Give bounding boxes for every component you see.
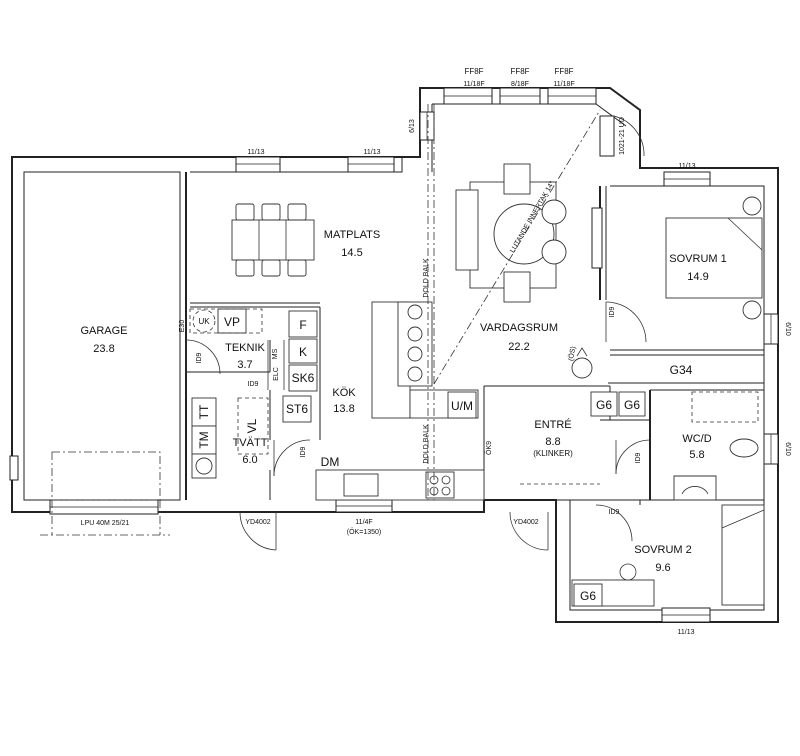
sovrum2-area: 9.6 (655, 562, 670, 574)
window-ff8f-2-top: FF8F (510, 67, 529, 76)
window-sovrum1: 11/13 (679, 163, 696, 170)
window-ff8f-2-bottom: 8/18F (511, 81, 529, 88)
window-matplats-1: 11/13 (248, 149, 265, 156)
yd-2-label: YD4002 (513, 519, 538, 526)
entry (520, 391, 646, 485)
windows (9, 87, 779, 623)
id9-teknik: ID9 (196, 352, 203, 363)
window-610-b: 6/10 (784, 442, 791, 456)
dold-balk-2: DOLD BALK (423, 424, 430, 464)
id9-kok: ID9 (300, 446, 307, 457)
matplats-name: MATPLATS (324, 229, 380, 241)
matplats-area: 14.5 (341, 247, 362, 259)
e30-label: E30 (179, 320, 186, 333)
teknik-area: 3.7 (237, 359, 252, 371)
window-ff8f-1-top: FF8F (464, 67, 483, 76)
vp-label: VP (224, 315, 240, 329)
sovrum1-name: SOVRUM 1 (669, 253, 726, 265)
window-kitchen-note: (ÖK=1350) (347, 528, 381, 536)
wcd-name: WC/D (682, 433, 711, 445)
yd-1-label: YD4002 (245, 519, 270, 526)
window-ff8f-1-bottom: 11/18F (463, 81, 484, 88)
labels: GARAGE 23.8 MATPLATS 14.5 TEKNIK 3.7 TVÄ… (80, 67, 791, 636)
tvatt-fixtures (191, 397, 269, 479)
window-ff8f-3-top: FF8F (554, 67, 573, 76)
wcd (673, 391, 759, 501)
garage-door-label: LPU 40M 25/21 (81, 520, 130, 527)
st6-label: ST6 (286, 402, 308, 416)
entre-name: ENTRÉ (534, 418, 571, 431)
kok-area: 13.8 (333, 403, 354, 415)
id9-sovrum2: ID9 (609, 509, 620, 516)
sk6-label: SK6 (292, 371, 315, 385)
f-label: F (299, 318, 306, 332)
entre-area: 8.8 (545, 436, 560, 448)
sovrum1-area: 14.9 (687, 271, 708, 283)
ms-label: MS (272, 348, 279, 359)
uk-label: UK (198, 317, 210, 326)
teknik-name: TEKNIK (225, 342, 265, 354)
tm-label: TM (197, 431, 211, 448)
ok9-label: ÖK9 (485, 441, 493, 455)
doors (185, 115, 651, 551)
window-sovrum2: 11/13 (678, 629, 695, 636)
garage-area: 23.8 (93, 343, 114, 355)
g6-label-1: G6 (596, 398, 612, 412)
um-label: U/M (451, 399, 473, 413)
k-label: K (299, 345, 307, 359)
g6-label-2: G6 (624, 398, 640, 412)
window-kitchen: 11/4F (355, 519, 372, 526)
wcd-area: 5.8 (689, 449, 704, 461)
elc-label: ELC (273, 367, 280, 381)
window-610-a: 6/10 (784, 322, 791, 336)
os-label: (ÖS) (567, 346, 577, 362)
vardagsrum-name: VARDAGSRUM (480, 322, 558, 334)
teknik-fixtures (189, 308, 318, 423)
entre-note: (KLINKER) (533, 449, 573, 458)
id9-sovrum1: ID9 (609, 306, 616, 317)
vardagsrum-area: 22.2 (508, 341, 529, 353)
g6-label-3: G6 (580, 589, 596, 603)
window-1021: 1021-21 UD (619, 117, 626, 155)
window-613: 6/13 (409, 119, 416, 133)
sovrum2 (571, 504, 765, 607)
sovrum2-name: SOVRUM 2 (634, 544, 691, 556)
window-matplats-2: 11/13 (364, 149, 381, 156)
dold-balk-1: DOLD BALK (423, 258, 430, 298)
dm-label: DM (321, 455, 340, 469)
dining-table (231, 203, 315, 277)
tt-label: TT (197, 404, 211, 419)
g34-label: G34 (670, 363, 693, 377)
sovrum1 (665, 196, 763, 320)
tvatt-name: TVÄTT (233, 437, 268, 449)
tvatt-area: 6.0 (242, 454, 257, 466)
vl-label: VL (245, 418, 259, 433)
garage-name: GARAGE (80, 325, 127, 337)
kitchen (315, 301, 485, 501)
id9-tvatt: ID9 (248, 381, 259, 388)
living-room (427, 104, 601, 500)
window-ff8f-3-bottom: 11/18F (553, 81, 574, 88)
id9-wc: ID9 (635, 452, 642, 463)
garage-area (40, 451, 170, 536)
kok-name: KÖK (332, 387, 356, 399)
